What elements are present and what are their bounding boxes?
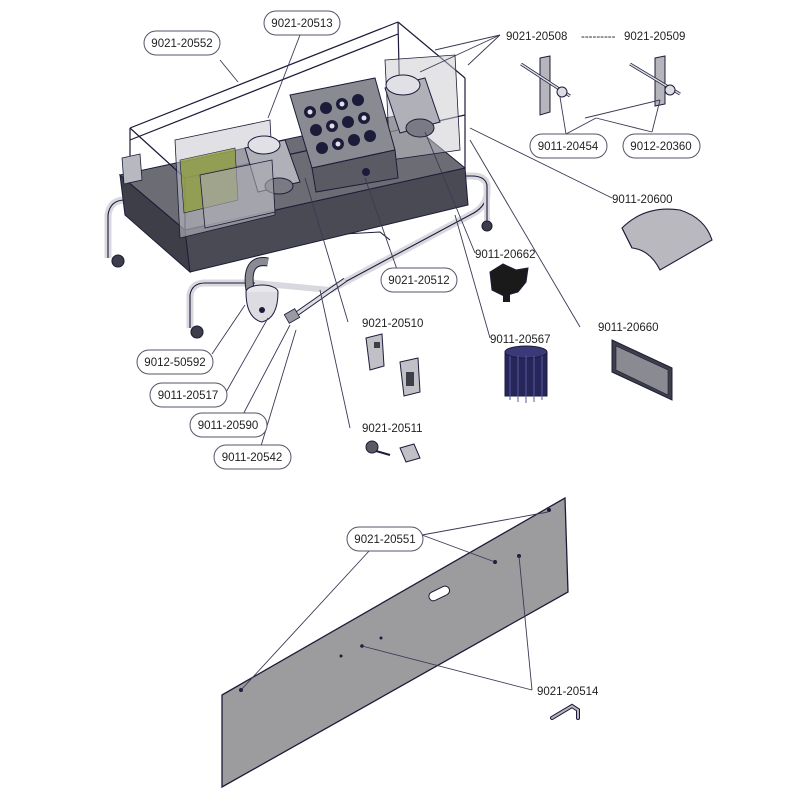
drain-funnel <box>244 257 279 323</box>
brush-roller-part <box>504 345 548 403</box>
handle-part <box>550 703 580 720</box>
leader-lines <box>211 34 661 691</box>
svg-text:9021-20508: 9021-20508 <box>506 31 567 43</box>
clip-part-20510 <box>365 333 421 397</box>
callout-9011-20600: 9011-20600 <box>612 194 673 206</box>
cover-shell-part <box>621 208 713 271</box>
callout-9021-20552: 9021-20552 <box>143 30 221 56</box>
svg-text:9012-50592: 9012-50592 <box>144 357 205 369</box>
callout-9021-20514: 9021-20514 <box>537 686 599 698</box>
fitting-part-20511 <box>365 440 421 463</box>
front-panel-small <box>199 159 276 229</box>
callout-9021-20509: 9021-20509 <box>624 31 685 43</box>
callout-9011-20567: 9011-20567 <box>490 334 551 346</box>
callout-9011-20660: 9011-20660 <box>598 322 659 334</box>
star-knob-part <box>489 263 529 302</box>
svg-text:9011-20567: 9011-20567 <box>490 334 551 346</box>
svg-text:9011-20590: 9011-20590 <box>198 420 259 432</box>
callout-9021-20511: 9021-20511 <box>362 423 423 435</box>
bracket-part-20509 <box>629 55 681 107</box>
callout-9021-20512: 9021-20512 <box>380 267 458 293</box>
left-end-block <box>121 153 143 185</box>
svg-text:9011-20600: 9011-20600 <box>612 194 673 206</box>
callout-9012-50592: 9012-50592 <box>136 349 214 375</box>
svg-text:9021-20510: 9021-20510 <box>362 318 423 330</box>
callout-9021-20551: 9021-20551 <box>346 526 424 552</box>
callout-9011-20662: 9011-20662 <box>475 249 536 261</box>
svg-text:9011-20454: 9011-20454 <box>538 141 599 153</box>
svg-text:9021-20514: 9021-20514 <box>537 686 599 698</box>
plate-part-20660 <box>611 339 673 401</box>
front-cover-panel <box>221 496 569 789</box>
callout-9011-20517: 9011-20517 <box>149 382 228 408</box>
callout-9021-20508: 9021-20508 <box>506 31 567 43</box>
svg-text:9011-20662: 9011-20662 <box>475 249 536 261</box>
svg-text:---------: --------- <box>581 31 616 43</box>
svg-text:9011-20542: 9011-20542 <box>222 452 283 464</box>
callout-9021-20510: 9021-20510 <box>362 318 423 330</box>
callout-9012-20360: 9012-20360 <box>622 133 701 159</box>
callout-9011-20590: 9011-20590 <box>189 412 268 438</box>
machine-assembly <box>104 21 493 339</box>
svg-text:9011-20660: 9011-20660 <box>598 322 659 334</box>
wheeled-frame <box>104 172 493 339</box>
spray-nozzle <box>283 277 347 324</box>
cutter-head <box>289 77 399 193</box>
callout-9021-20513: 9021-20513 <box>263 10 341 36</box>
svg-text:9012-20360: 9012-20360 <box>630 141 691 153</box>
callout-9011-20454: 9011-20454 <box>529 133 608 159</box>
bracket-part-20508 <box>520 55 571 116</box>
svg-text:9011-20517: 9011-20517 <box>158 390 219 402</box>
roller-right <box>384 74 441 138</box>
svg-text:9021-20511: 9021-20511 <box>362 423 423 435</box>
svg-text:9021-20512: 9021-20512 <box>388 275 449 287</box>
svg-text:9021-20552: 9021-20552 <box>151 38 212 50</box>
callout-dashes: --------- <box>581 31 616 43</box>
svg-text:9021-20509: 9021-20509 <box>624 31 685 43</box>
svg-text:9021-20551: 9021-20551 <box>354 534 415 546</box>
svg-text:9021-20513: 9021-20513 <box>271 18 332 30</box>
callout-9011-20542: 9011-20542 <box>213 444 292 470</box>
